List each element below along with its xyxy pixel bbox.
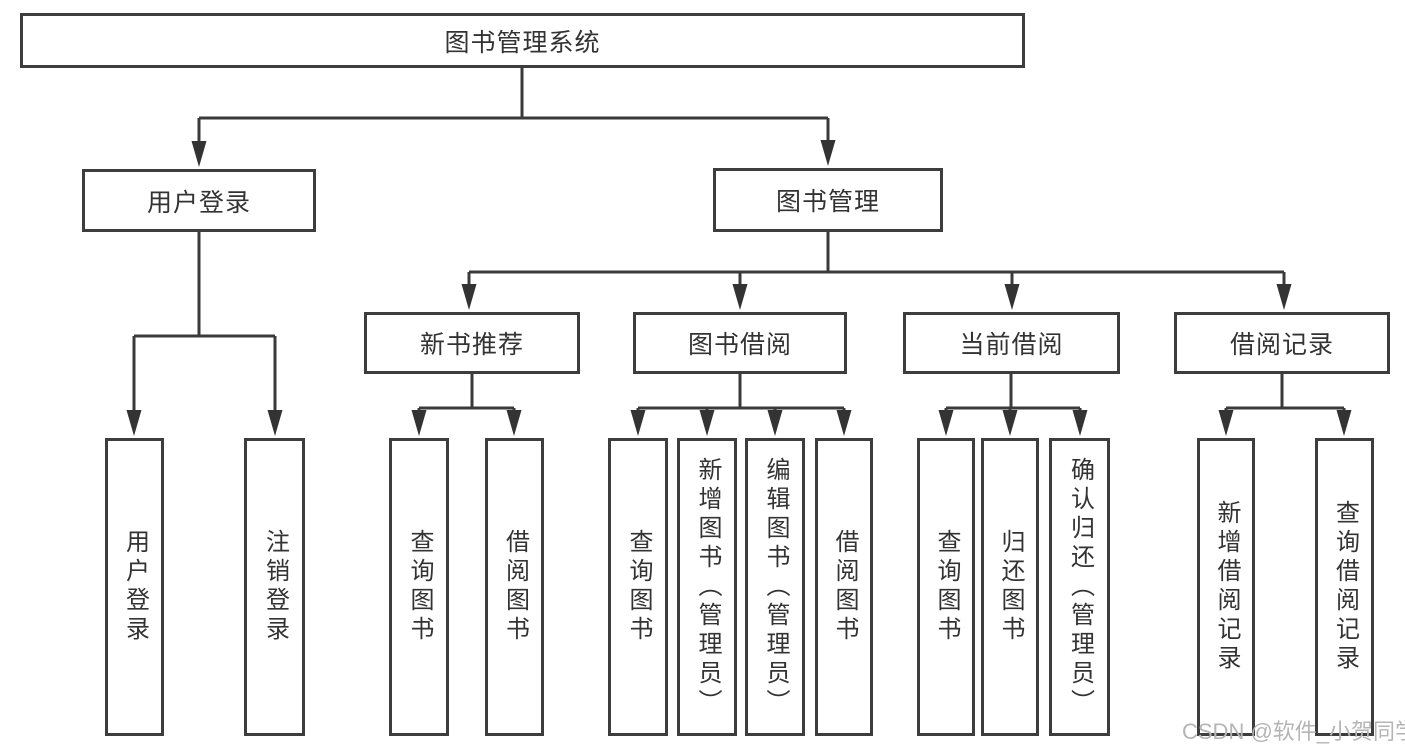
node-borrowing-records: 借阅记录: [1174, 312, 1390, 374]
node-new-book-recommendation: 新书推荐: [364, 312, 580, 374]
leaf-add-borrow-record: 新增借阅记录: [1197, 438, 1255, 736]
connector-wires: [132, 68, 1346, 418]
leaf-query-books-borrow: 查询图书: [608, 438, 668, 736]
leaf-query-books-current: 查询图书: [917, 438, 975, 736]
leaf-logout-login: 注销登录: [244, 438, 305, 736]
node-book-borrowing: 图书借阅: [633, 312, 847, 374]
leaf-return-books: 归还图书: [981, 438, 1039, 736]
leaf-user-login: 用户登录: [105, 438, 164, 736]
node-current-borrowing: 当前借阅: [903, 312, 1120, 374]
csdn-watermark: CSDN @软件_小贺同学: [1182, 719, 1405, 744]
leaf-query-borrow-record: 查询借阅记录: [1315, 438, 1374, 736]
node-library-management-system: 图书管理系统: [20, 13, 1025, 68]
leaf-edit-books-admin: 编辑图书（管理员）: [745, 438, 805, 736]
leaf-borrow-books-borrow: 借阅图书: [815, 438, 873, 736]
leaf-add-books-admin: 新增图书（管理员）: [677, 438, 737, 736]
node-user-login: 用户登录: [82, 169, 316, 232]
connector-arrowheads: [126, 140, 1352, 436]
leaf-borrow-books-recommend: 借阅图书: [485, 438, 544, 736]
leaf-query-books-recommend: 查询图书: [389, 438, 449, 736]
node-book-management: 图书管理: [713, 168, 943, 232]
leaf-confirm-return-admin: 确认归还（管理员）: [1049, 438, 1110, 736]
